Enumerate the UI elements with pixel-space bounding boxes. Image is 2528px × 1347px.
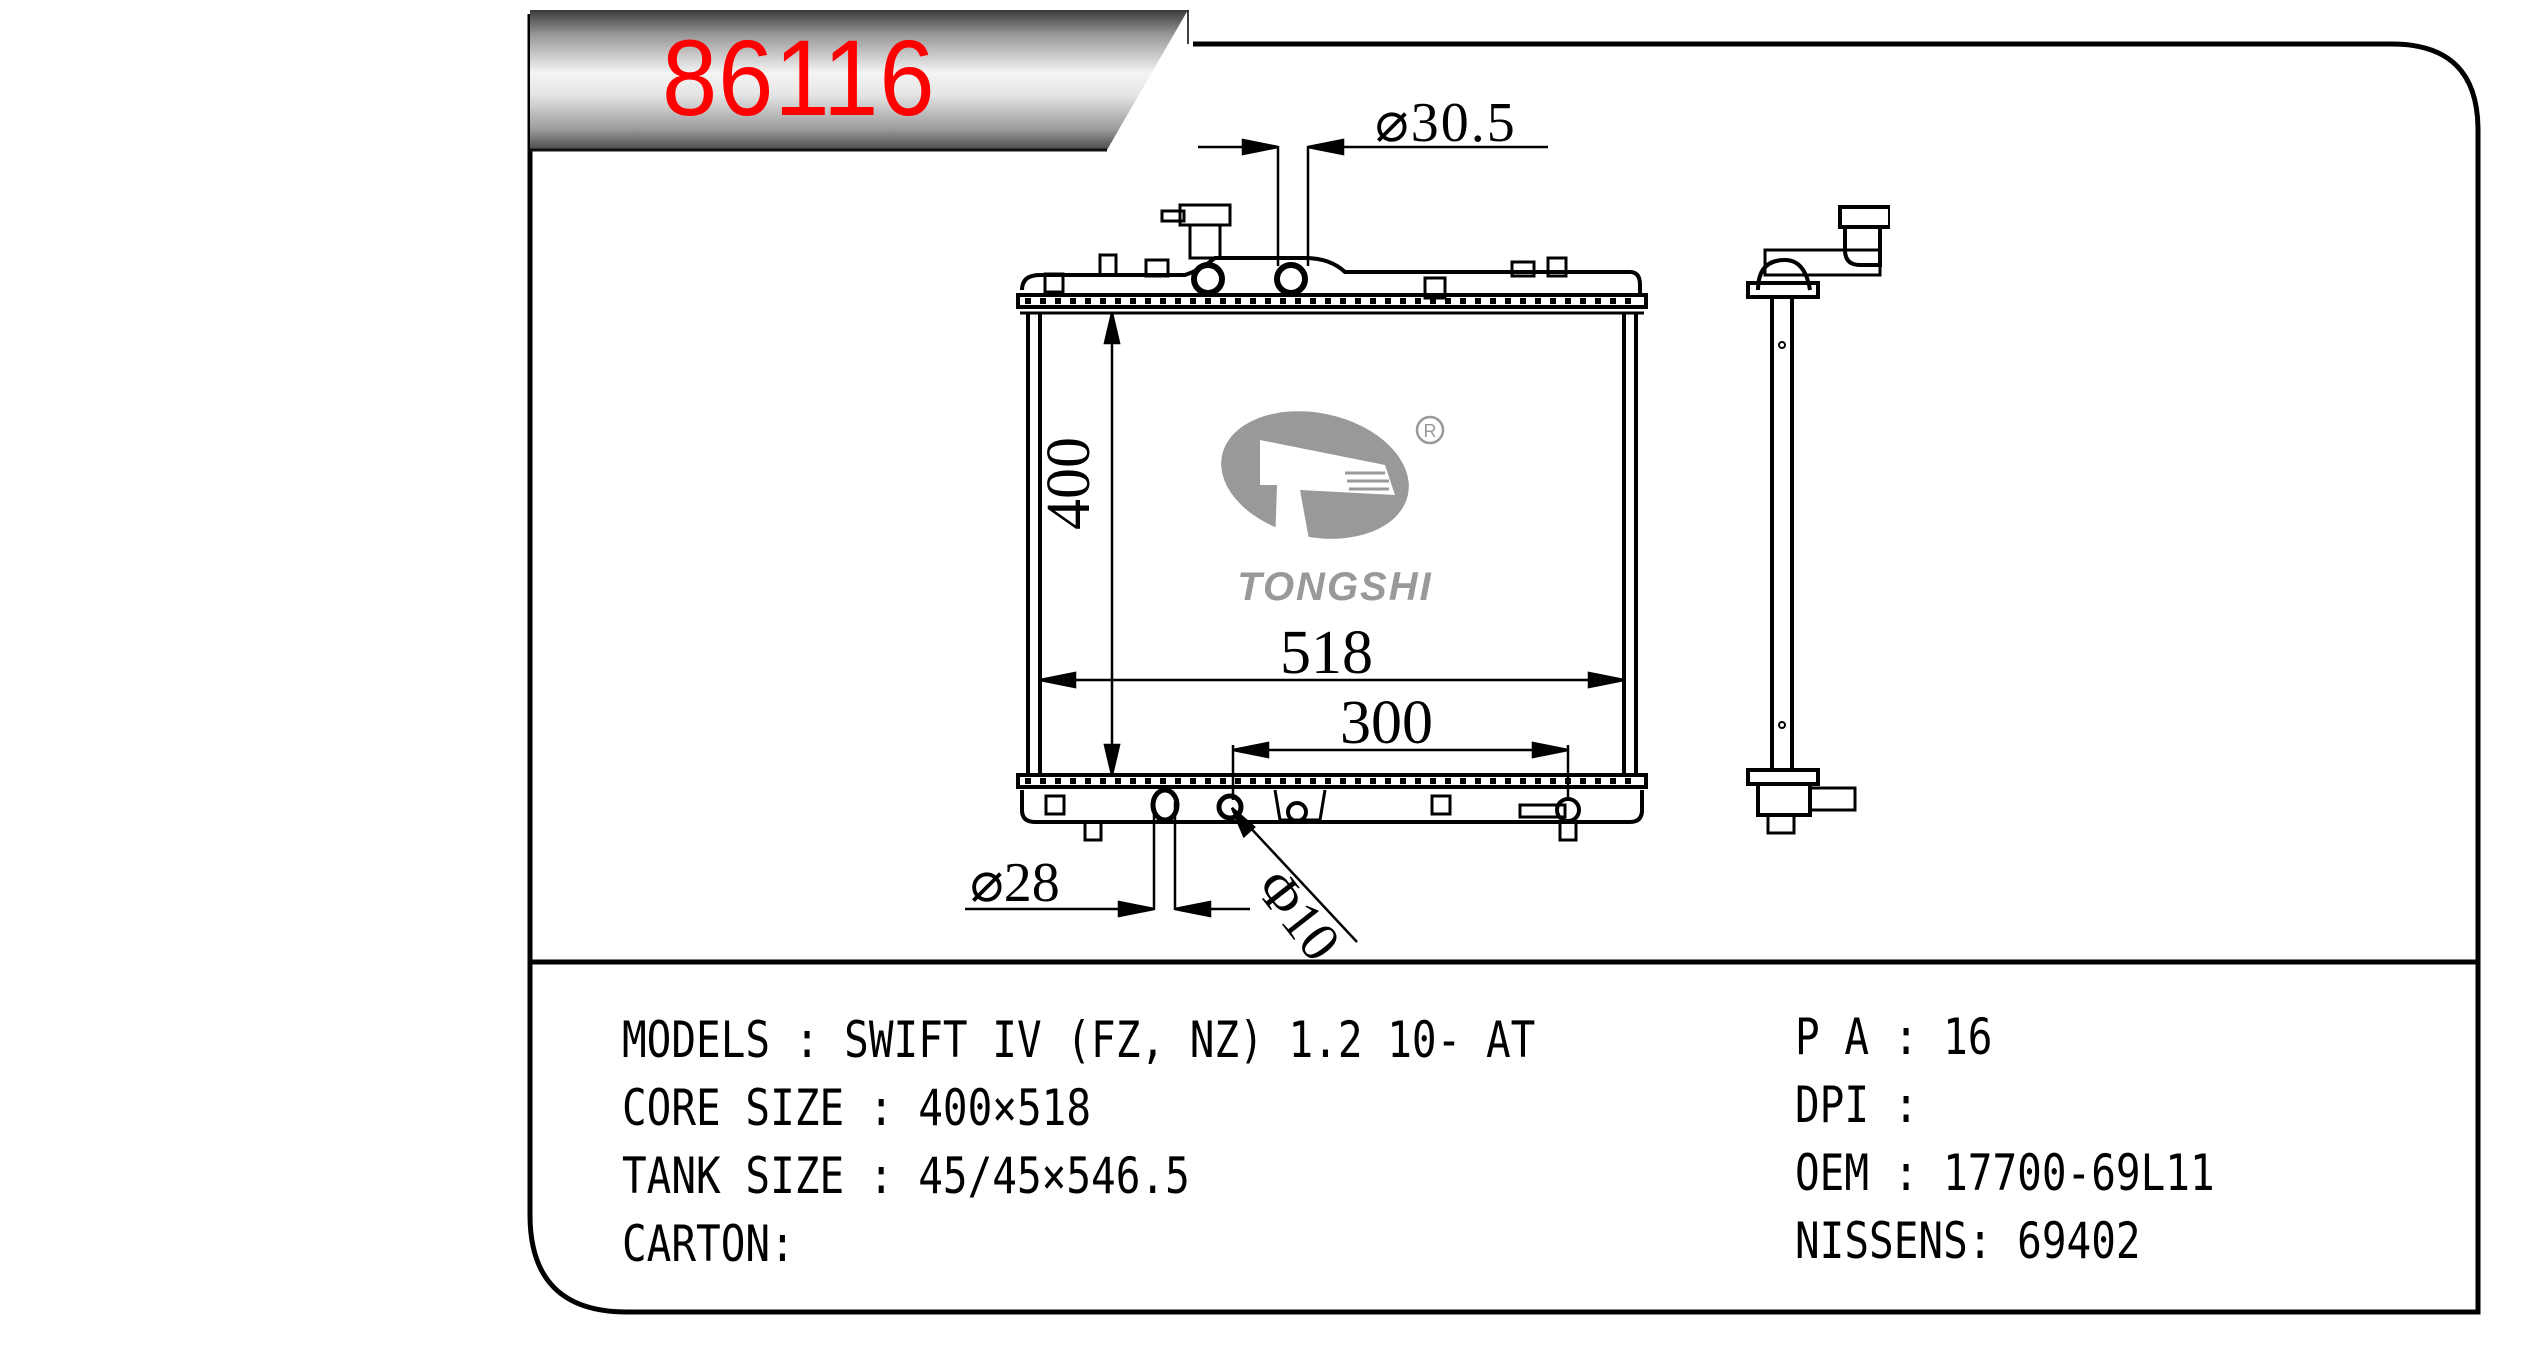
registered-mark-icon bbox=[1415, 415, 1445, 445]
spec-value: 400×518 bbox=[918, 1079, 1092, 1137]
spec-separator: : bbox=[1869, 1008, 1944, 1066]
bottom-tank bbox=[1016, 773, 1648, 842]
spec-label: MODELS bbox=[622, 1011, 771, 1069]
spec-separator: : bbox=[770, 1011, 845, 1069]
spec-separator: : bbox=[844, 1147, 919, 1205]
dimension-lines bbox=[965, 138, 1625, 943]
core-width-label: 518 bbox=[1280, 619, 1373, 687]
specs-right-column: P A : 16 DPI : OEM : 17700-69L11 NISSENS… bbox=[1795, 1012, 2215, 1266]
top-tank bbox=[1016, 203, 1648, 315]
part-number-title: 86116 bbox=[662, 17, 936, 138]
spec-label: OEM bbox=[1795, 1144, 1870, 1202]
spec-value: 45/45×546.5 bbox=[918, 1147, 1190, 1205]
registered-mark-text: R bbox=[1424, 421, 1437, 441]
spec-row-carton: CARTON: bbox=[622, 1219, 795, 1269]
core-height-label: 400 bbox=[1035, 437, 1103, 530]
spec-label: DPI bbox=[1795, 1076, 1870, 1134]
spec-separator: : bbox=[1967, 1212, 2018, 1270]
spec-value: 17700-69L11 bbox=[1943, 1144, 2215, 1202]
spec-value: SWIFT IV (FZ, NZ) 1.2 10- AT bbox=[844, 1011, 1536, 1069]
spec-separator: : bbox=[844, 1079, 919, 1137]
spec-row-nissens: NISSENS: 69402 bbox=[1795, 1216, 2141, 1266]
spec-row-dpi: DPI : bbox=[1795, 1080, 1943, 1130]
spec-separator: : bbox=[1869, 1144, 1944, 1202]
logo-wordmark: TONGSHI bbox=[1237, 565, 1433, 605]
radiator-core bbox=[1026, 313, 1638, 775]
tongshi-logo: R TONGSHI bbox=[1221, 411, 1445, 605]
specs-left-column: MODELS : SWIFT IV (FZ, NZ) 1.2 10- AT CO… bbox=[622, 1015, 1535, 1269]
spec-row-oem: OEM : 17700-69L11 bbox=[1795, 1148, 2215, 1198]
spec-row-core-size: CORE SIZE : 400×518 bbox=[622, 1083, 1091, 1133]
outlet-diameter-label: ⌀28 bbox=[970, 852, 1060, 914]
spec-value: 16 bbox=[1943, 1008, 1993, 1066]
spec-label: P A bbox=[1795, 1008, 1870, 1066]
spec-value: 69402 bbox=[2017, 1212, 2141, 1270]
radiator-side-view bbox=[1746, 205, 1890, 835]
spec-separator: : bbox=[1869, 1076, 1944, 1134]
spec-label: CORE SIZE bbox=[622, 1079, 845, 1137]
inlet-diameter-label: ⌀30.5 bbox=[1375, 92, 1517, 154]
logo-emblem-icon bbox=[1221, 411, 1409, 545]
outlet-spacing-label: 300 bbox=[1340, 689, 1433, 757]
title-banner: 86116 bbox=[527, 10, 1187, 150]
spec-row-pa: P A : 16 bbox=[1795, 1012, 1992, 1062]
spec-label: CARTON bbox=[622, 1215, 771, 1273]
spec-row-models: MODELS : SWIFT IV (FZ, NZ) 1.2 10- AT bbox=[622, 1015, 1535, 1065]
spec-label: TANK SIZE bbox=[622, 1147, 845, 1205]
spec-label: NISSENS bbox=[1795, 1212, 1968, 1270]
spec-separator: : bbox=[770, 1215, 795, 1273]
spec-row-tank-size: TANK SIZE : 45/45×546.5 bbox=[622, 1151, 1190, 1201]
